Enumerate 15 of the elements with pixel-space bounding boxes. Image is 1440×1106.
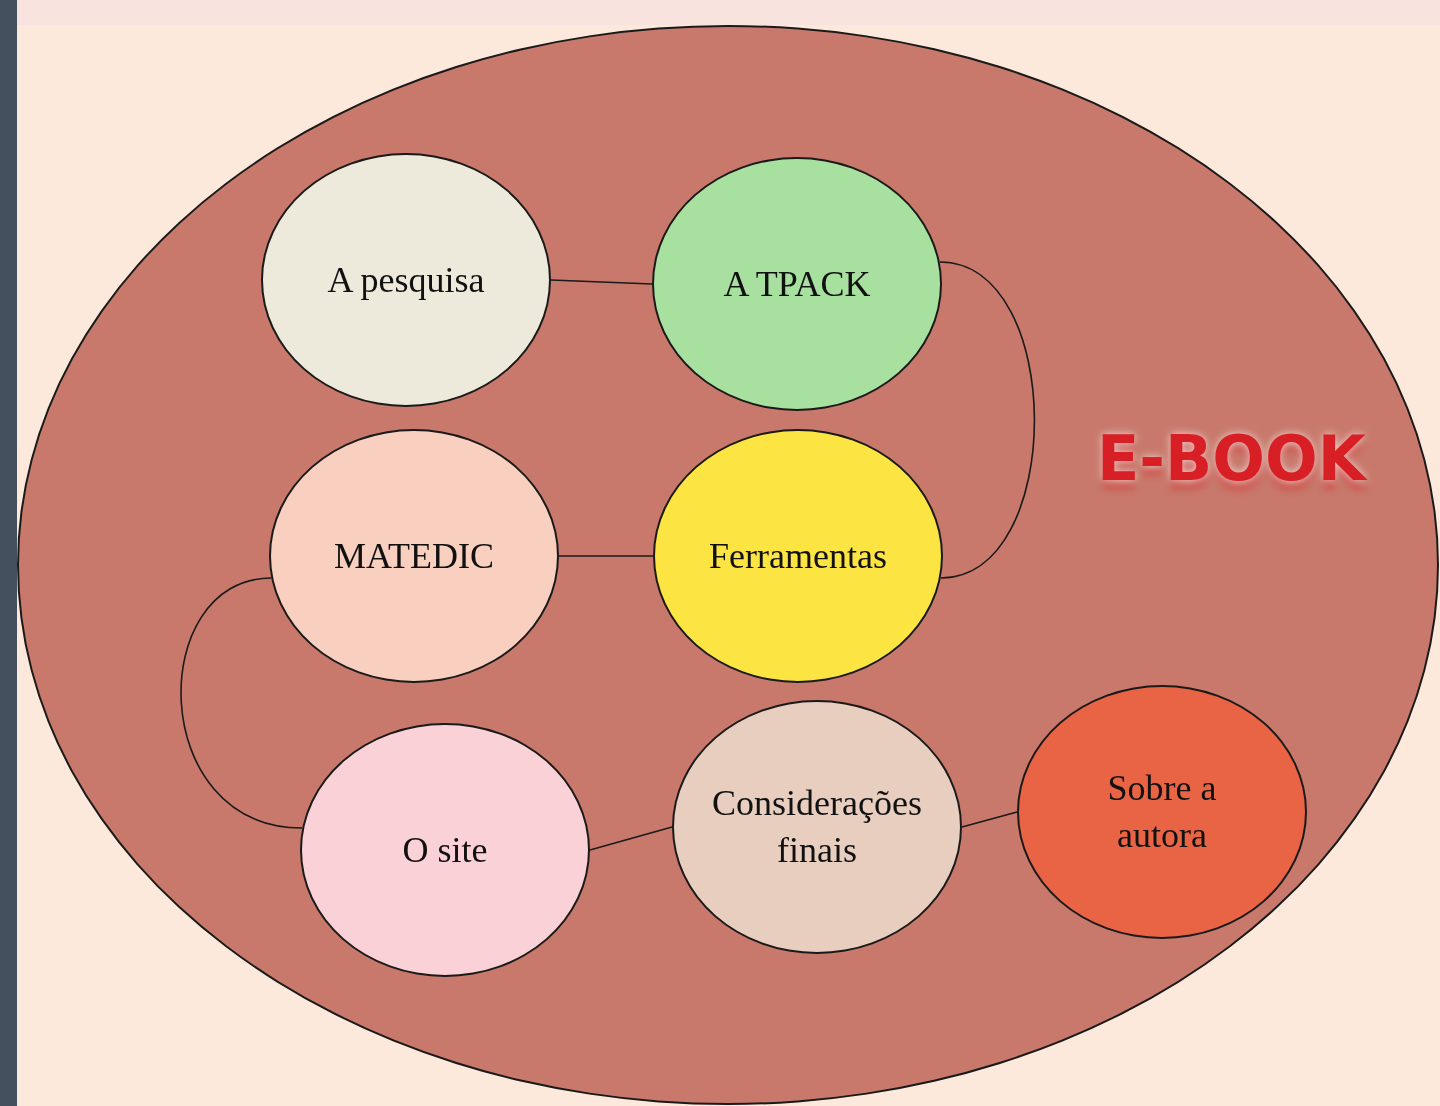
connector-line: [939, 261, 1036, 579]
connector-line: [961, 811, 1018, 828]
connector-line: [180, 577, 303, 829]
topic-label: A pesquisa: [327, 258, 485, 302]
topic-label: Considerações finais: [711, 782, 923, 872]
connector-line: [558, 555, 654, 557]
connector-line: [550, 279, 653, 285]
topic-label: MATEDIC: [334, 534, 494, 578]
outer-ellipse: [17, 25, 1439, 1105]
topic-label: Ferramentas: [709, 534, 887, 578]
topic-label: A TPACK: [723, 262, 871, 306]
topic-label: Sobre a autora: [1106, 767, 1218, 857]
topic-label: O site: [402, 828, 488, 872]
title-text: E-BOOK: [1097, 422, 1366, 495]
connector-line: [589, 826, 673, 851]
